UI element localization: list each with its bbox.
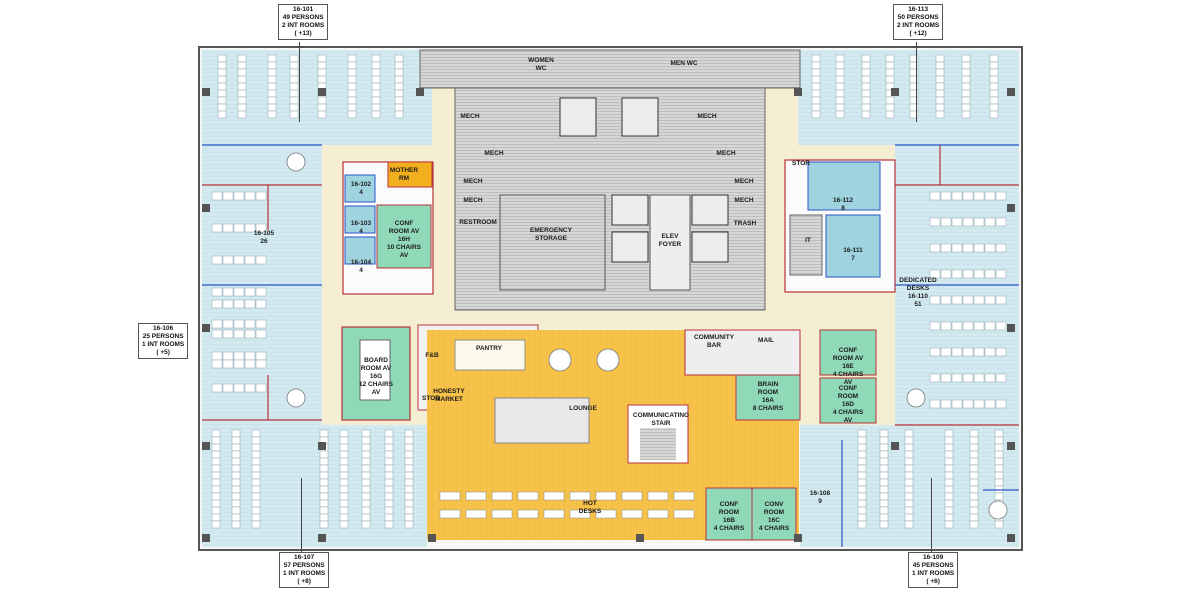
zone-persons: 50 PERSONS (897, 14, 939, 21)
label-pantry: PANTRY (476, 345, 503, 352)
zone-callout-16-107: 16-107 57 PERSONS 1 INT ROOMS ( +8) (279, 552, 330, 588)
zone-id: 16-107 (294, 554, 315, 561)
zone-rooms: 2 INT ROOMS (897, 22, 940, 29)
mother-room (387, 161, 433, 188)
zone-id: 16-106 (153, 325, 174, 332)
zone-callout-16-113: 16-113 50 PERSONS 2 INT ROOMS ( +12) (893, 4, 944, 40)
zone-delta: ( +5) (156, 349, 170, 356)
label-mech-5: MECH (734, 178, 753, 185)
label-mech-7: MECH (734, 197, 753, 204)
leader-line (301, 478, 302, 552)
leader-line (931, 478, 932, 552)
desk-rows (211, 54, 1007, 529)
label-mech-6: MECH (463, 197, 482, 204)
zone-callout-16-109: 16-109 45 PERSONS 1 INT ROOMS ( +6) (908, 552, 959, 588)
zone-callout-16-106: 16-106 25 PERSONS 1 INT ROOMS ( +5) (138, 323, 189, 359)
zone-persons: 25 PERSONS (142, 333, 184, 340)
label-mech-1: MECH (697, 113, 716, 120)
room-16-111 (825, 214, 881, 278)
room-16-112 (807, 161, 881, 211)
label-mech-3: MECH (716, 150, 735, 157)
conf-room-16h (376, 204, 432, 269)
zone-persons: 45 PERSONS (912, 562, 954, 569)
zone-delta: ( +6) (926, 578, 940, 585)
label-restroom: RESTROOM (459, 219, 497, 226)
label-fnb: F&B (425, 352, 439, 359)
label-mech-4: MECH (463, 178, 482, 185)
label-stor-b: STOR (422, 395, 440, 402)
label-mech-0: MECH (460, 113, 479, 120)
label-it: IT (805, 237, 811, 244)
zone-rooms: 1 INT ROOMS (912, 570, 955, 577)
zone-callout-16-101: 16-101 49 PERSONS 2 INT ROOMS ( +13) (278, 4, 329, 40)
zone-rooms: 1 INT ROOMS (142, 341, 185, 348)
leader-line (299, 42, 300, 122)
label-mech-2: MECH (484, 150, 503, 157)
zone-id: 16-113 (908, 6, 929, 13)
label-trash: TRASH (734, 220, 757, 227)
zone-persons: 57 PERSONS (283, 562, 325, 569)
label-lounge: LOUNGE (569, 405, 597, 412)
conf-room-16b (705, 487, 753, 541)
zone-delta: ( +13) (294, 30, 312, 37)
zone-persons: 49 PERSONS (282, 14, 324, 21)
zone-delta: ( +12) (909, 30, 927, 37)
room-16-103 (344, 205, 376, 234)
room-16-104 (344, 236, 376, 265)
zone-id: 16-101 (293, 6, 314, 13)
zone-rooms: 1 INT ROOMS (283, 570, 326, 577)
label-men-wc: MEN WC (670, 60, 697, 67)
conf-room-16c (751, 487, 797, 541)
label-mail: MAIL (758, 337, 774, 344)
structural-columns (202, 88, 1015, 542)
conf-room-16e (819, 329, 877, 376)
zone-id: 16-109 (923, 554, 944, 561)
room-16-102 (344, 174, 376, 203)
zone-delta: ( +8) (297, 578, 311, 585)
conf-room-16d (819, 377, 877, 424)
leader-line (916, 42, 917, 122)
hot-desks-row (439, 491, 695, 519)
brain-room-16a (735, 374, 801, 421)
label-stor: STOR (792, 160, 810, 167)
zone-rooms: 2 INT ROOMS (282, 22, 325, 29)
